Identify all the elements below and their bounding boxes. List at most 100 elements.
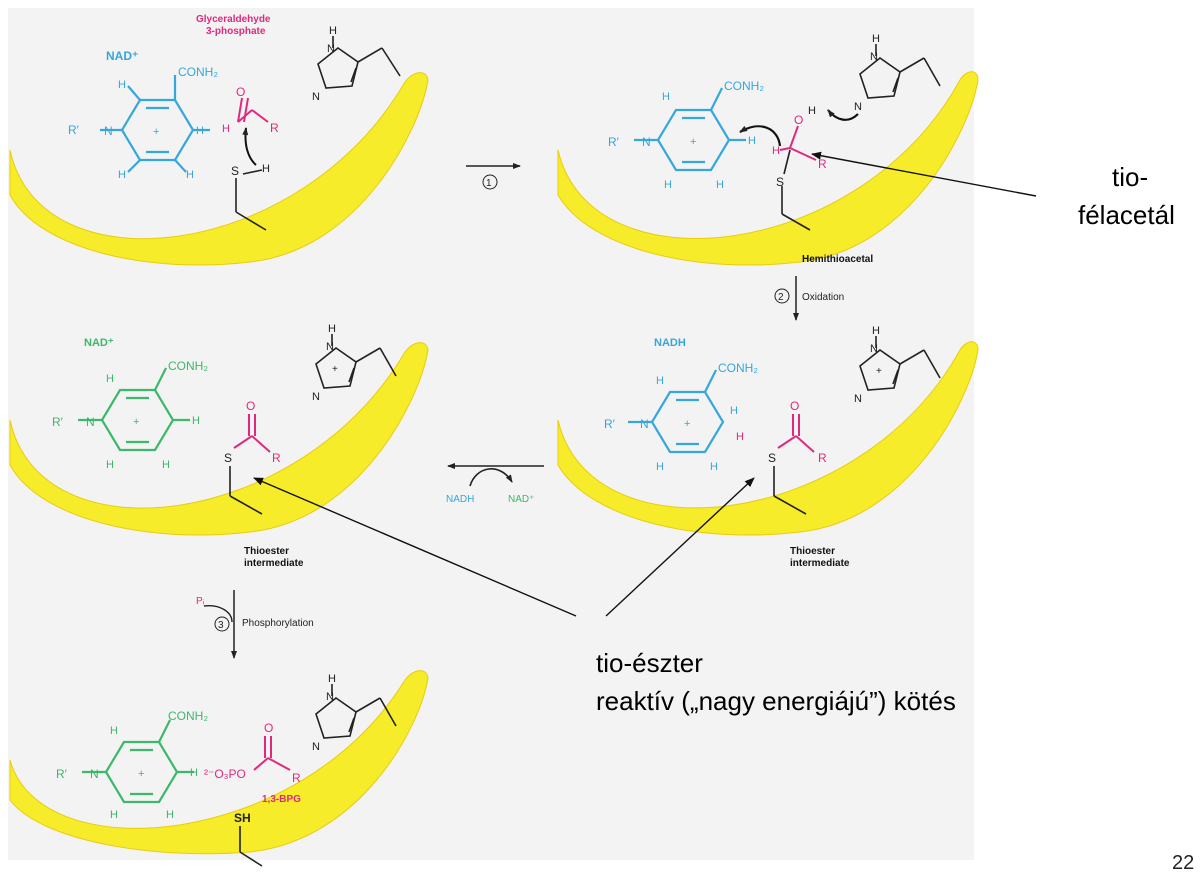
thiohemiacetal-annotation-line2: félacetál	[1078, 200, 1175, 230]
nadh-ring-4	[628, 369, 725, 454]
nad-ring-2	[634, 87, 746, 172]
enzyme-banana-3	[9, 342, 429, 536]
imid-h-label-4: H	[872, 325, 880, 337]
step-3-label: 3	[218, 620, 224, 631]
imid-n-label-4: N	[870, 343, 878, 355]
o-label-5: O	[264, 721, 273, 735]
r-label-2: R	[818, 157, 827, 171]
hydride-arrow-2	[739, 125, 782, 147]
r-label-5: R	[292, 771, 301, 785]
nad-ring-1	[100, 75, 210, 173]
amide-label-3: CONH₂	[168, 359, 208, 373]
o-label-1: O	[236, 85, 245, 99]
h-label-1d: H	[186, 169, 194, 181]
step-2-label: 2	[778, 292, 784, 303]
pointer-thioester-right	[605, 477, 755, 617]
rprime-label-2: R′	[608, 135, 620, 149]
imidazole-5	[315, 684, 397, 739]
rprime-label-5: R′	[56, 767, 68, 781]
h-label-4b: H	[730, 405, 738, 417]
substrate-label-1: Glyceraldehyde	[196, 14, 271, 25]
proton-arrow-2	[827, 109, 859, 121]
panel-5: CONH₂ R′ N + H H H H ²⁻O₃PO O R 1,3-BPG …	[9, 670, 429, 867]
product-label-5: 1,3-BPG	[262, 794, 301, 805]
enzyme-banana-5	[9, 670, 429, 855]
enzyme-banana-4	[557, 341, 979, 536]
imid-n-label-3: N	[326, 341, 334, 353]
amide-label-2: CONH₂	[724, 79, 764, 93]
h-label-3c: H	[106, 459, 114, 471]
h-label-2b: H	[748, 135, 756, 147]
n-label-4: N	[640, 417, 649, 431]
rprime-label-3: R′	[52, 415, 64, 429]
imid-n-label-2: N	[870, 51, 878, 63]
nad-label-1: NAD⁺	[106, 49, 138, 63]
imid-n-label-1: N	[327, 43, 335, 55]
h-label-1a: H	[118, 79, 126, 91]
nad-exchange-arrow: NADH NAD⁺	[446, 463, 544, 505]
h-label-5c: H	[110, 809, 118, 821]
imid-n2-label-4: N	[854, 393, 862, 405]
r-label-1: R	[270, 121, 279, 135]
imid-n2-label-5: N	[312, 741, 320, 753]
o-label-4: O	[790, 399, 799, 413]
plus-label-5: +	[138, 768, 144, 780]
imidazole-1	[317, 36, 401, 89]
n-label-2: N	[642, 135, 651, 149]
cysteine-5	[239, 826, 263, 867]
h-label-1b: H	[196, 125, 204, 137]
ch-h-label-2: H	[772, 145, 780, 157]
h-label-3a: H	[106, 373, 114, 385]
h-label-3b: H	[192, 415, 200, 427]
h-label-2d: H	[716, 179, 724, 191]
nad-label-3: NAD⁺	[84, 337, 114, 349]
s-label-1: S	[231, 164, 239, 178]
nad-ring-5	[82, 719, 194, 804]
cysteine-3	[229, 466, 263, 515]
thioester-annotation-line1: tio-észter	[596, 648, 703, 678]
exchange-nadh-label: NADH	[446, 494, 474, 505]
s-label-3: S	[224, 451, 232, 465]
thioester-annotation-line2: reaktív („nagy energiájú”) kötés	[596, 686, 956, 716]
cysteine-1	[235, 169, 267, 231]
h-label-4a: H	[656, 375, 664, 387]
oxidation-label: Oxidation	[802, 292, 844, 303]
imid-h-label-2: H	[872, 33, 880, 45]
n-label-5: N	[90, 767, 99, 781]
o-label-3: O	[246, 399, 255, 413]
h-label-5b: H	[190, 767, 198, 779]
imid-plus-label-3: +	[332, 364, 338, 375]
amide-label-5: CONH₂	[168, 709, 208, 723]
imid-n-label-5: N	[326, 691, 334, 703]
imidazole-3	[315, 334, 397, 389]
imidazole-2	[859, 44, 941, 99]
plus-label-2: +	[690, 136, 696, 148]
step-1-arrow: 1	[466, 163, 521, 190]
pointer-thiohemiacetal	[811, 151, 1037, 197]
panel-2: CONH₂ R′ N + H H H H O H H R S	[557, 33, 979, 266]
amide-label-4: CONH₂	[718, 361, 758, 375]
s-label-4: S	[768, 451, 776, 465]
imid-n2-label-2: N	[854, 101, 862, 113]
panel-3: NAD⁺ CONH₂ R′ N + H H H H O R S H N N	[9, 323, 429, 569]
r-label-4: R	[818, 451, 827, 465]
substrate-label-1b: 3-phosphate	[206, 26, 266, 37]
plus-label-3: +	[133, 416, 139, 428]
step-1-label: 1	[486, 178, 492, 189]
thioester-caption-4a: Thioester	[790, 546, 835, 557]
aldehyde-1	[237, 97, 269, 123]
pi-label: Pᵢ	[196, 596, 205, 607]
sh-label-5: SH	[234, 811, 251, 825]
nad-ring-3	[78, 367, 190, 452]
h-label-1c: H	[118, 169, 126, 181]
enzyme-banana-1	[9, 72, 429, 266]
thiohemiacetal-annotation-line1: tio-	[1112, 162, 1149, 192]
thioester-3	[233, 414, 271, 453]
n-label-1: N	[104, 124, 113, 138]
h-label-5d: H	[166, 809, 174, 821]
h-label-2c: H	[664, 179, 672, 191]
rprime-label-4: R′	[604, 417, 616, 431]
cysteine-4	[773, 466, 807, 515]
h-label-2a: H	[662, 91, 670, 103]
